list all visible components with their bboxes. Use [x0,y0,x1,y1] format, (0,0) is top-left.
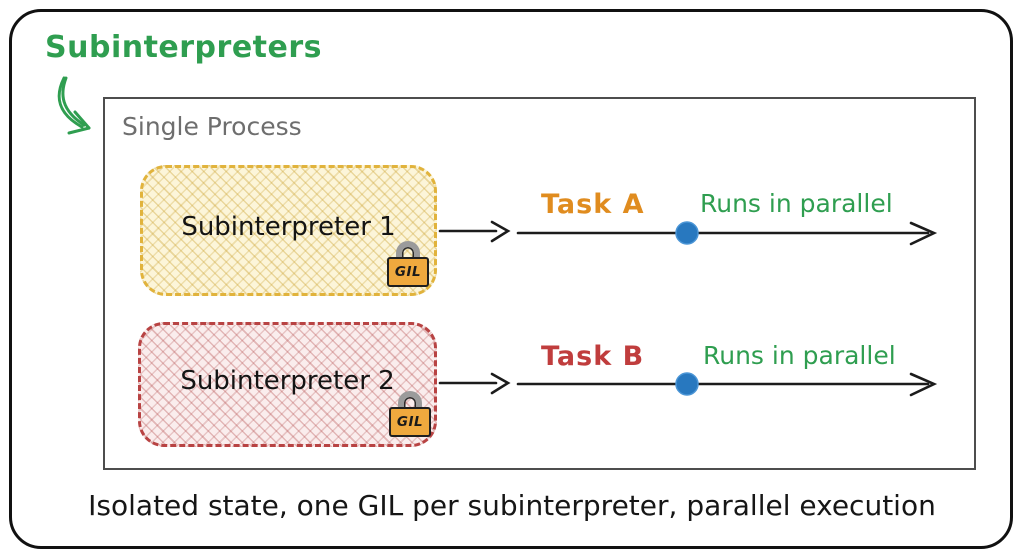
gil-lock-icon: GIL [389,391,431,437]
diagram-caption: Isolated state, one GIL per subinterpret… [88,489,936,522]
subinterpreter-1-label: Subinterpreter 1 [181,211,396,242]
single-process-box: Single Process [103,97,976,470]
diagram-title: Subinterpreters [45,30,323,65]
subinterpreter-1-box: Subinterpreter 1 [140,165,437,296]
runs-in-parallel-label: Runs in parallel [700,189,893,218]
lock-body: GIL [389,407,431,437]
lock-shackle-icon [396,241,420,263]
task-a-label: Task A [541,189,645,220]
task-b-label: Task B [541,341,645,372]
outer-frame [9,9,1013,549]
single-process-label: Single Process [122,112,302,141]
runs-in-parallel-label: Runs in parallel [703,341,896,370]
subinterpreter-2-label: Subinterpreter 2 [180,365,395,396]
lock-shackle-icon [398,391,422,413]
lock-body: GIL [387,257,429,287]
subinterpreter-2-box: Subinterpreter 2 [138,322,437,447]
gil-lock-icon: GIL [387,241,429,287]
